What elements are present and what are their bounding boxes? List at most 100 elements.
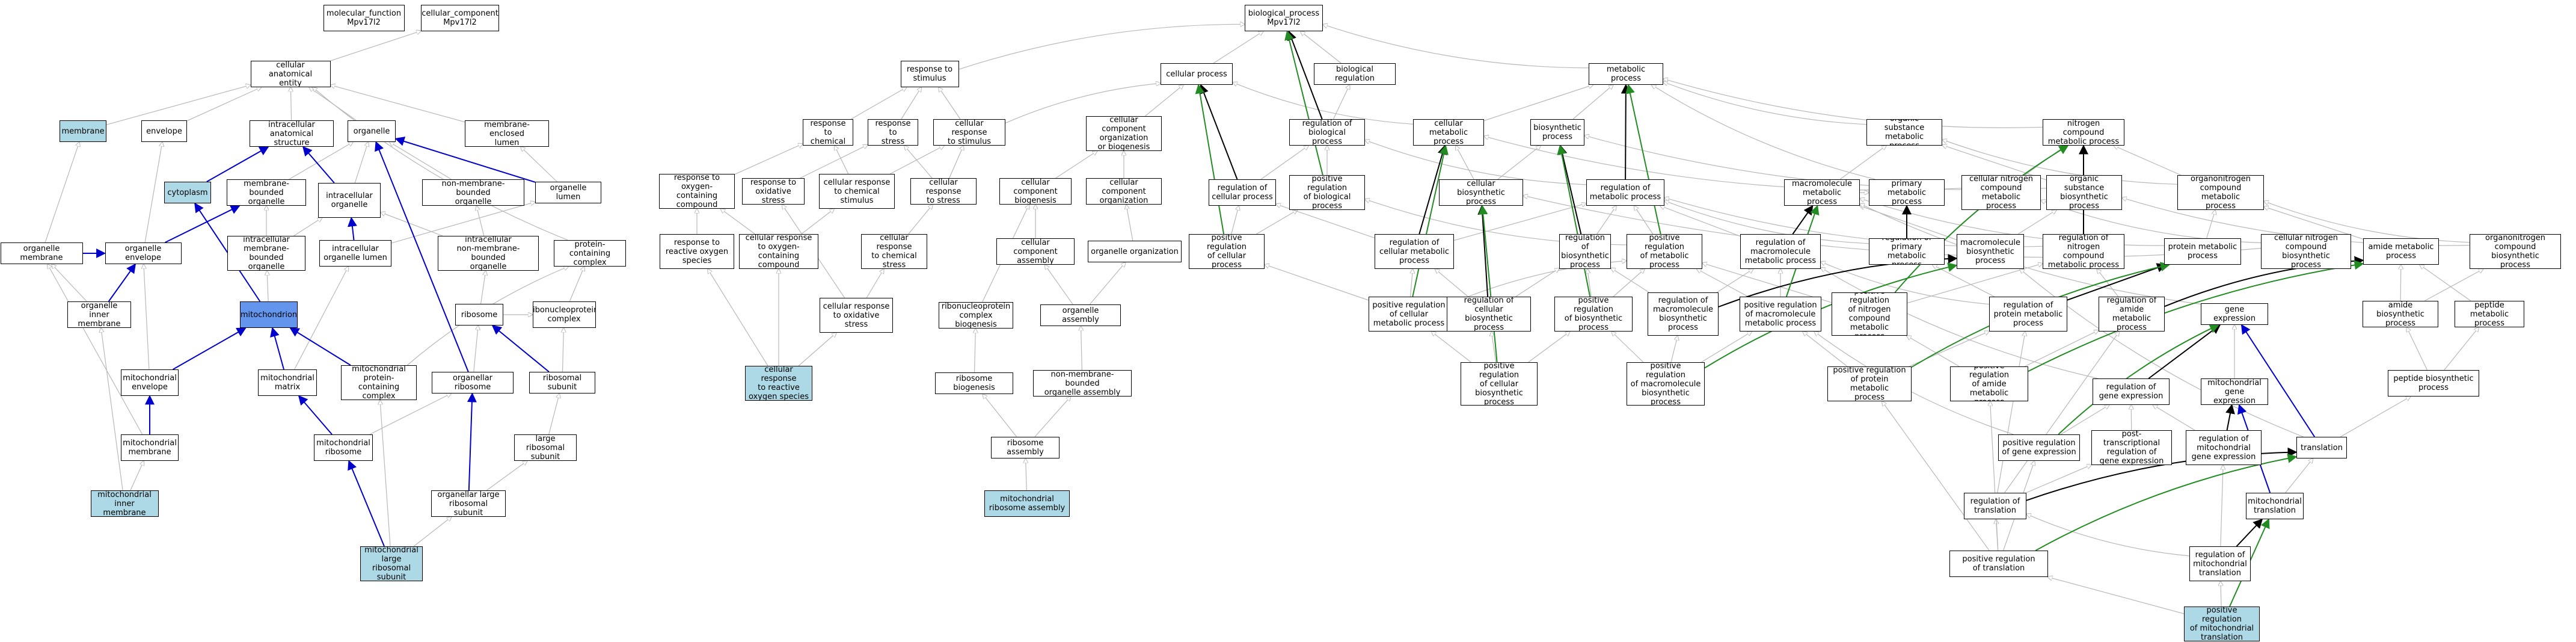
go-term-node-mf[interactable]: molecular_function Mpv17l2 xyxy=(323,5,405,31)
go-term-node-oncbp[interactable]: organonitrogen compound biosynthetic pro… xyxy=(2470,234,2561,269)
go-term-node-rtstress[interactable]: response to stress xyxy=(868,119,918,146)
go-term-node-cc[interactable]: cellular_component Mpv17l2 xyxy=(421,5,499,31)
go-term-node-crts[interactable]: cellular response to stimulus xyxy=(933,119,1005,146)
go-term-node-ccasm[interactable]: cellular component assembly xyxy=(996,238,1075,265)
go-term-node-rnpc[interactable]: ribonucleoprotein complex xyxy=(532,301,596,328)
go-term-node-prbp[interactable]: positive regulation of biological proces… xyxy=(1289,175,1365,210)
go-term-node-crtos[interactable]: cellular response to oxidative stress xyxy=(820,298,893,333)
go-term-node-rbsp[interactable]: regulation of biosynthetic process xyxy=(1559,234,1611,269)
go-term-node-prmbsp[interactable]: positive regulation of macromolecule bio… xyxy=(1627,362,1705,406)
go-term-node-omem[interactable]: organelle membrane xyxy=(0,242,83,264)
go-term-node-rprotmp[interactable]: regulation of protein metabolic process xyxy=(1989,297,2067,332)
go-term-node-mbo[interactable]: membrane-bounded organelle xyxy=(227,179,306,206)
go-term-node-rcp[interactable]: regulation of cellular process xyxy=(1209,179,1276,206)
go-term-node-inmbo[interactable]: intracellular non-membrane-bounded organ… xyxy=(438,236,539,271)
go-term-node-mtrans[interactable]: mitochondrial translation xyxy=(2246,493,2304,519)
go-term-node-membrane[interactable]: membrane xyxy=(60,120,106,142)
go-term-node-mmatrix[interactable]: mitochondrial matrix xyxy=(258,369,317,396)
go-term-node-ribob[interactable]: ribosome biogenesis xyxy=(935,372,1013,394)
go-term-node-riboa[interactable]: ribosome assembly xyxy=(991,437,1060,458)
go-term-node-rmbsp[interactable]: regulation of macromolecule biosynthetic… xyxy=(1648,292,1719,336)
go-term-node-ge[interactable]: gene expression xyxy=(2201,303,2268,325)
go-term-node-pepmp[interactable]: peptide metabolic process xyxy=(2455,301,2524,327)
go-term-node-rcbp[interactable]: regulation of cellular biosynthetic proc… xyxy=(1447,297,1531,332)
go-term-node-cncbp[interactable]: cellular nitrogen compound biosynthetic … xyxy=(2261,234,2351,269)
go-term-node-prcbp[interactable]: positive regulation of cellular biosynth… xyxy=(1461,362,1538,406)
go-term-node-ccb[interactable]: cellular component biogenesis xyxy=(999,178,1072,205)
go-term-node-rsub[interactable]: ribosomal subunit xyxy=(529,372,595,394)
go-term-node-lrs[interactable]: large ribosomal subunit xyxy=(514,434,577,461)
go-term-node-rmp[interactable]: regulation of metabolic process xyxy=(1586,179,1664,206)
go-term-node-cae[interactable]: cellular anatomical entity xyxy=(250,61,331,87)
go-term-node-pramp[interactable]: positive regulation of amide metabolic p… xyxy=(1950,366,2028,401)
go-term-node-rtros[interactable]: response to reactive oxygen species xyxy=(660,234,734,269)
go-term-node-mppc[interactable]: mitochondrial protein-containing complex xyxy=(341,365,417,400)
go-term-node-mbl[interactable]: membrane-enclosed lumen xyxy=(465,120,549,147)
go-term-node-cmp[interactable]: cellular metabolic process xyxy=(1413,119,1484,146)
go-term-node-rcmp[interactable]: regulation of cellular metabolic process xyxy=(1375,234,1454,269)
go-term-node-amp[interactable]: amide metabolic process xyxy=(2363,238,2439,265)
go-term-node-mito[interactable]: mitochondrion xyxy=(240,301,298,328)
go-term-node-crtros[interactable]: cellular response to reactive oxygen spe… xyxy=(745,366,812,401)
go-term-node-rpmp[interactable]: regulation of primary metabolic process xyxy=(1869,238,1945,265)
go-term-node-oribo[interactable]: organellar ribosome xyxy=(432,372,514,394)
go-term-node-crtstress[interactable]: cellular response to stress xyxy=(910,178,977,205)
go-term-node-olumen[interactable]: organelle lumen xyxy=(535,182,601,203)
go-term-node-crtocc[interactable]: cellular response to oxygen-containing c… xyxy=(739,234,818,269)
go-term-node-prncmp[interactable]: positive regulation of nitrogen compound… xyxy=(1832,292,1907,336)
go-term-node-cp[interactable]: cellular process xyxy=(1161,63,1233,85)
go-term-node-imbo[interactable]: intracellular membrane-bounded organelle xyxy=(227,236,305,271)
go-term-node-rtos[interactable]: response to oxidative stress xyxy=(742,178,805,205)
go-term-node-rtocc[interactable]: response to oxygen-containing compound xyxy=(659,174,735,209)
go-term-node-breg[interactable]: biological regulation xyxy=(1314,63,1396,85)
go-term-node-ptrge[interactable]: post-transcriptional regulation of gene … xyxy=(2091,430,2172,465)
go-term-node-oorg[interactable]: organelle organization xyxy=(1088,241,1182,262)
go-term-node-prmp[interactable]: positive regulation of metabolic process xyxy=(1627,234,1702,269)
go-term-node-menv[interactable]: mitochondrial envelope xyxy=(121,369,179,396)
go-term-node-ribosome[interactable]: ribosome xyxy=(455,304,503,326)
go-term-node-mmp[interactable]: macromolecule metabolic process xyxy=(1784,179,1860,206)
go-term-node-iol[interactable]: intracellular organelle lumen xyxy=(319,240,391,267)
go-term-node-osbp[interactable]: organic substance biosynthetic process xyxy=(2046,175,2122,210)
go-term-node-envelope[interactable]: envelope xyxy=(141,120,187,142)
go-term-node-abp[interactable]: amide biosynthetic process xyxy=(2363,301,2438,327)
go-term-node-prge[interactable]: positive regulation of gene expression xyxy=(1998,434,2080,461)
go-term-node-rtrans[interactable]: regulation of translation xyxy=(1964,493,2026,519)
go-term-node-ias[interactable]: intracellular anatomical structure xyxy=(250,120,334,147)
go-term-node-oasm[interactable]: organelle assembly xyxy=(1040,304,1121,326)
go-term-node-mriboa[interactable]: mitochondrial ribosome assembly xyxy=(984,490,1070,517)
go-term-node-cncmp[interactable]: cellular nitrogen compound metabolic pro… xyxy=(1961,175,2041,210)
go-term-node-cco[interactable]: cellular component organization xyxy=(1086,178,1162,205)
go-term-node-rmmp[interactable]: regulation of macromolecule metabolic pr… xyxy=(1740,234,1821,269)
go-term-node-prcp[interactable]: positive regulation of cellular process xyxy=(1189,234,1265,269)
go-term-node-pmp[interactable]: primary metabolic process xyxy=(1869,179,1945,206)
go-term-node-rge[interactable]: regulation of gene expression xyxy=(2093,378,2170,405)
go-term-node-organelle[interactable]: organelle xyxy=(348,120,396,142)
go-term-node-mge[interactable]: mitochondrial gene expression xyxy=(2201,378,2268,405)
go-term-node-prmtrans[interactable]: positive regulation of mitochondrial tra… xyxy=(2184,607,2260,641)
go-term-node-ccob[interactable]: cellular component organization or bioge… xyxy=(1086,116,1162,151)
go-term-node-nmbo[interactable]: non-membrane-bounded organelle xyxy=(422,179,524,206)
go-term-node-prbsp[interactable]: positive regulation of biosynthetic proc… xyxy=(1554,297,1633,332)
go-term-node-rtc[interactable]: response to chemical xyxy=(803,119,853,146)
go-term-node-ncmp[interactable]: nitrogen compound metabolic process xyxy=(2043,119,2124,146)
go-term-node-rnpcb[interactable]: ribonucleoprotein complex biogenesis xyxy=(939,302,1013,329)
go-term-node-nmboa[interactable]: non-membrane-bounded organelle assembly xyxy=(1033,370,1132,397)
go-term-node-oim[interactable]: organelle inner membrane xyxy=(67,301,131,328)
go-term-node-mp[interactable]: metabolic process xyxy=(1589,63,1663,85)
go-term-node-crtc[interactable]: cellular response to chemical stimulus xyxy=(819,174,895,209)
go-term-node-oncmp[interactable]: organonitrogen compound metabolic proces… xyxy=(2177,175,2264,210)
go-term-node-crtcs[interactable]: cellular response to chemical stress xyxy=(861,234,927,269)
go-term-node-prmmp[interactable]: positive regulation of macromolecule met… xyxy=(1740,297,1821,332)
go-term-node-mim[interactable]: mitochondrial inner membrane xyxy=(90,490,159,517)
go-term-node-rmtrans[interactable]: regulation of mitochondrial translation xyxy=(2189,546,2251,581)
go-term-node-io[interactable]: intracellular organelle xyxy=(318,183,381,218)
go-term-node-mbsp[interactable]: macromolecule biosynthetic process xyxy=(1957,234,2024,269)
go-term-node-rncmp[interactable]: regulation of nitrogen compound metaboli… xyxy=(2043,234,2124,269)
go-term-node-pcc[interactable]: protein-containing complex xyxy=(554,240,626,267)
go-term-node-bp[interactable]: biological_process Mpv17l2 xyxy=(1245,5,1323,31)
go-term-node-prcmp[interactable]: positive regulation of cellular metaboli… xyxy=(1369,297,1449,332)
go-term-node-protmp[interactable]: protein metabolic process xyxy=(2164,238,2241,265)
go-term-node-translation[interactable]: translation xyxy=(2296,437,2347,458)
go-term-node-cbp[interactable]: cellular biosynthetic process xyxy=(1439,179,1523,206)
